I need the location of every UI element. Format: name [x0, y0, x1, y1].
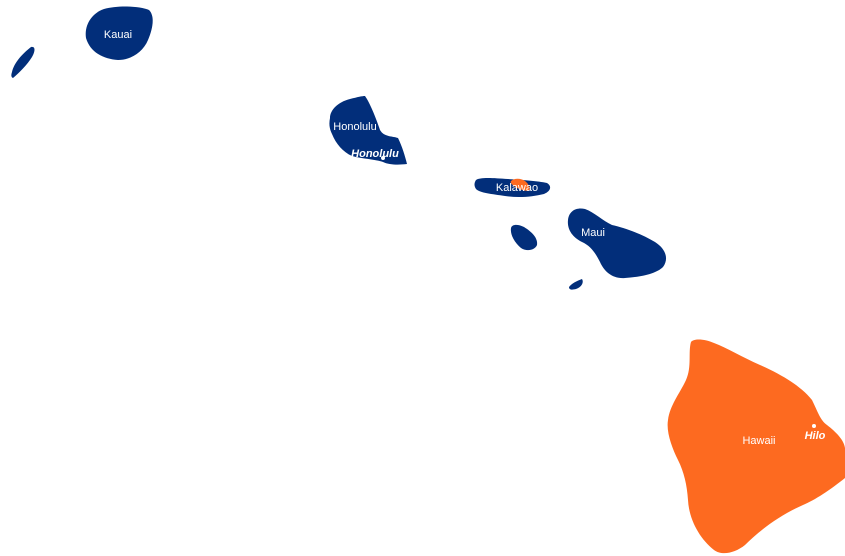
county-niihau[interactable]	[11, 46, 35, 78]
county-hawaii[interactable]	[667, 339, 845, 554]
county-kalawao[interactable]	[510, 178, 530, 191]
label-kauai: Kauai	[104, 29, 132, 41]
city-label-honolulu: Honolulu	[351, 148, 399, 160]
city-marker-honolulu	[381, 156, 385, 160]
county-maui[interactable]	[567, 208, 667, 279]
county-maui-kahoolawe[interactable]	[569, 279, 583, 290]
label-maui: Maui	[581, 227, 605, 239]
label-honolulu: Honolulu	[333, 121, 376, 133]
county-maui-lanai[interactable]	[510, 224, 538, 251]
county-maui-molokai[interactable]	[474, 178, 551, 198]
city-label-hilo: Hilo	[805, 430, 826, 442]
county-honolulu[interactable]	[329, 96, 407, 165]
county-kauai[interactable]	[85, 6, 153, 61]
label-kalawao: Kalawao	[496, 182, 538, 194]
label-hawaii: Hawaii	[742, 435, 775, 447]
city-marker-hilo	[812, 424, 816, 428]
